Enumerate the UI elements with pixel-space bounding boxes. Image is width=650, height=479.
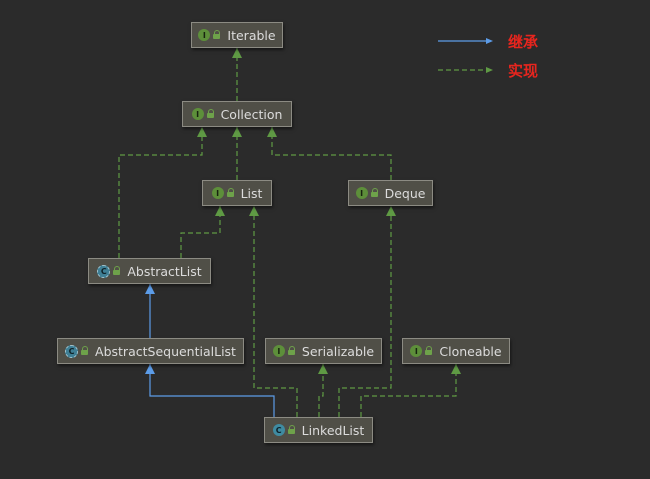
edge-deque-to-collection xyxy=(271,127,392,180)
interface-icon: I xyxy=(198,29,211,41)
lock-icon xyxy=(206,109,215,119)
interface-icon: I xyxy=(272,345,285,357)
edge-linked-list-to-cloneable xyxy=(360,364,457,417)
legend-extends-arrowhead xyxy=(486,38,493,44)
arrowhead-collection-to-iterable xyxy=(232,48,242,58)
node-deque[interactable]: I Deque xyxy=(348,180,433,206)
abstract-class-icon: C xyxy=(65,344,79,358)
node-collection[interactable]: I Collection xyxy=(182,101,292,127)
arrowhead-list-to-collection xyxy=(232,127,242,137)
lock-icon xyxy=(213,30,221,40)
arrowhead-linked-list-to-serializable xyxy=(318,364,328,374)
node-label: Serializable xyxy=(301,343,375,359)
node-abstract-list[interactable]: C AbstractList xyxy=(88,258,211,284)
arrowhead-deque-to-collection xyxy=(267,127,277,137)
interface-icon: I xyxy=(211,187,224,199)
node-linked-list[interactable]: C LinkedList xyxy=(264,417,373,443)
lock-icon xyxy=(287,425,296,435)
interface-icon: I xyxy=(191,108,204,120)
node-serializable[interactable]: I Serializable xyxy=(265,338,382,364)
lock-icon xyxy=(81,346,89,356)
node-cloneable[interactable]: I Cloneable xyxy=(402,338,510,364)
arrowhead-linked-list-to-list xyxy=(249,206,259,216)
lock-icon xyxy=(425,346,433,356)
arrowhead-abstract-list-to-list xyxy=(215,206,225,216)
arrowhead-linked-list-to-abstract-sequential-list xyxy=(145,364,155,374)
node-label: AbstractSequentialList xyxy=(95,343,236,359)
lock-icon xyxy=(370,188,379,198)
interface-icon: I xyxy=(355,187,368,199)
interface-icon: I xyxy=(410,345,423,357)
edge-abstract-list-to-list xyxy=(180,206,221,258)
arrowhead-abstract-list-to-collection xyxy=(197,127,207,137)
class-icon: C xyxy=(272,424,285,436)
node-label: AbstractList xyxy=(127,263,202,279)
arrowhead-linked-list-to-cloneable xyxy=(451,364,461,374)
legend-extends-label: 继承 xyxy=(508,33,539,51)
legend-implements-label: 实现 xyxy=(508,62,539,80)
node-iterable[interactable]: I Iterable xyxy=(191,22,283,48)
node-label: List xyxy=(240,185,263,201)
node-list[interactable]: I List xyxy=(202,180,272,206)
node-label: LinkedList xyxy=(301,422,365,438)
edge-linked-list-to-serializable xyxy=(318,364,324,417)
lock-icon xyxy=(287,346,296,356)
lock-icon xyxy=(226,188,235,198)
lock-icon xyxy=(113,266,121,276)
node-abstract-sequential-list[interactable]: C AbstractSequentialList xyxy=(57,338,244,364)
abstract-class-icon: C xyxy=(97,264,111,278)
arrowhead-linked-list-to-deque xyxy=(386,206,396,216)
node-label: Deque xyxy=(384,185,426,201)
node-label: Iterable xyxy=(227,27,276,43)
node-label: Cloneable xyxy=(439,343,502,359)
legend-implements-arrowhead xyxy=(486,67,493,73)
edge-linked-list-to-abstract-sequential-list xyxy=(149,364,275,417)
node-label: Collection xyxy=(220,106,283,122)
edge-abstract-list-to-collection xyxy=(118,127,203,258)
edge-linked-list-to-list xyxy=(253,206,298,417)
arrowhead-abstract-sequential-list-to-abstract-list xyxy=(145,284,155,294)
edge-linked-list-to-deque xyxy=(338,206,392,417)
